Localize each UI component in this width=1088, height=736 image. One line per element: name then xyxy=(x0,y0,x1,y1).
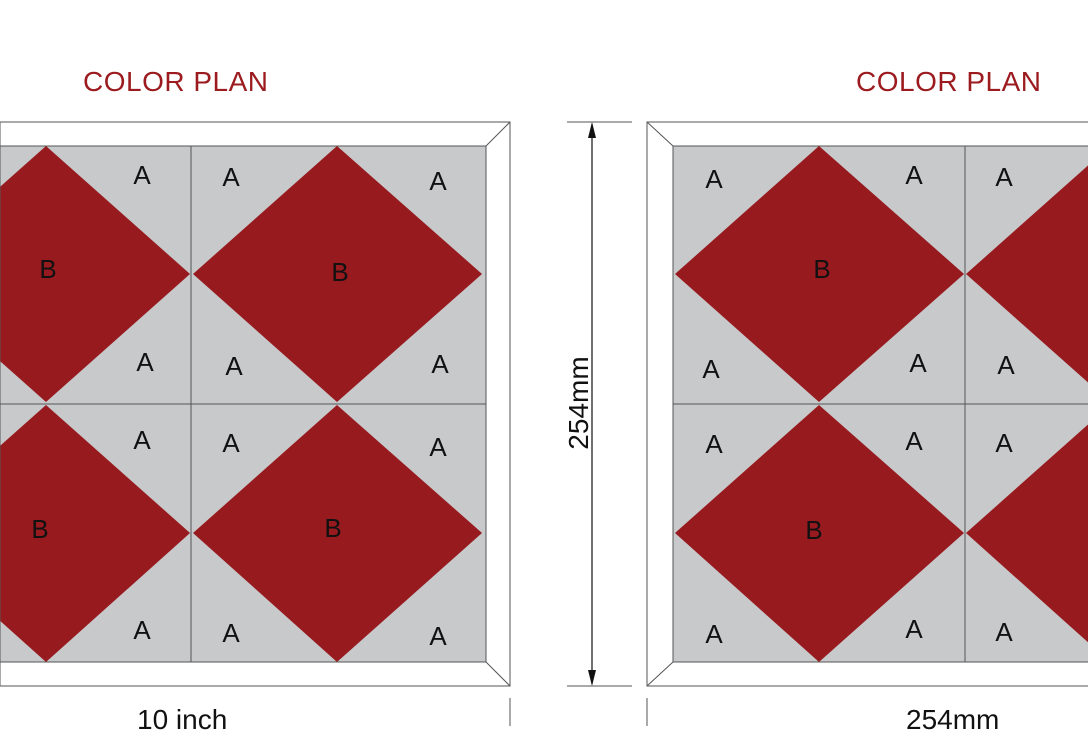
tile-label-b: B xyxy=(324,513,341,543)
tile-label-a: A xyxy=(905,160,923,190)
tile-label-a: A xyxy=(431,349,449,379)
tile-label-a: A xyxy=(995,162,1013,192)
tile-label-a: A xyxy=(995,428,1013,458)
left-diamond-b-1 xyxy=(0,146,190,402)
left-bottom-dimension-label: 10 inch xyxy=(137,704,228,735)
left-frame-miter-bottom xyxy=(485,661,511,687)
tile-label-a: A xyxy=(905,614,923,644)
right-bottom-dimension-label: 254mm xyxy=(906,704,1000,735)
left-diamond-b-4 xyxy=(193,405,482,662)
tile-label-a: A xyxy=(429,432,447,462)
left-panel-title: COLOR PLAN xyxy=(83,66,269,97)
vertical-dimension-label: 254mm xyxy=(563,356,594,450)
tile-label-a: A xyxy=(133,425,151,455)
right-tile-labels: A A A B A A A A A A B A A A xyxy=(702,160,1015,649)
tile-label-a: A xyxy=(705,619,723,649)
tile-label-b: B xyxy=(31,514,48,544)
right-frame-miter-top xyxy=(646,121,674,147)
tile-label-a: A xyxy=(136,347,154,377)
left-tile-labels: A A A B B A A A A A A B B A A A xyxy=(31,160,449,651)
right-diamond-b-3 xyxy=(675,405,964,662)
right-diamond-b-4 xyxy=(966,424,1088,643)
right-panel-title: COLOR PLAN xyxy=(856,66,1042,97)
left-frame-inner xyxy=(0,145,487,663)
tile-label-a: A xyxy=(705,164,723,194)
tile-label-b: B xyxy=(813,254,830,284)
tile-label-a: A xyxy=(995,617,1013,647)
tile-label-a: A xyxy=(997,350,1015,380)
tile-label-b: B xyxy=(331,257,348,287)
tile-label-a: A xyxy=(222,162,240,192)
tile-label-a: A xyxy=(133,615,151,645)
tile-label-a: A xyxy=(222,428,240,458)
arrowhead-up-icon xyxy=(588,122,596,138)
tile-label-a: A xyxy=(705,429,723,459)
tile-label-a: A xyxy=(225,351,243,381)
vertical-dimension xyxy=(567,121,632,687)
right-panel: A A A B A A A A A A B A A A xyxy=(646,121,1088,726)
tile-label-a: A xyxy=(905,426,923,456)
tile-label-a: A xyxy=(702,354,720,384)
tile-label-a: A xyxy=(133,160,151,190)
tile-label-a: A xyxy=(429,621,447,651)
right-frame-miter-bottom xyxy=(646,661,674,687)
tile-label-b: B xyxy=(39,254,56,284)
left-frame-miter-top xyxy=(485,121,511,147)
right-diamond-b-2 xyxy=(966,165,1088,383)
arrowhead-down-icon xyxy=(588,670,596,686)
tile-label-a: A xyxy=(222,618,240,648)
left-panel: A A A B B A A A A A A B B A A A xyxy=(0,121,511,726)
tile-label-b: B xyxy=(805,515,822,545)
left-diamond-b-3 xyxy=(0,405,190,662)
left-diamond-b-2 xyxy=(193,146,482,402)
tile-label-a: A xyxy=(429,166,447,196)
right-diamond-b-1 xyxy=(675,146,964,402)
tile-label-a: A xyxy=(909,348,927,378)
